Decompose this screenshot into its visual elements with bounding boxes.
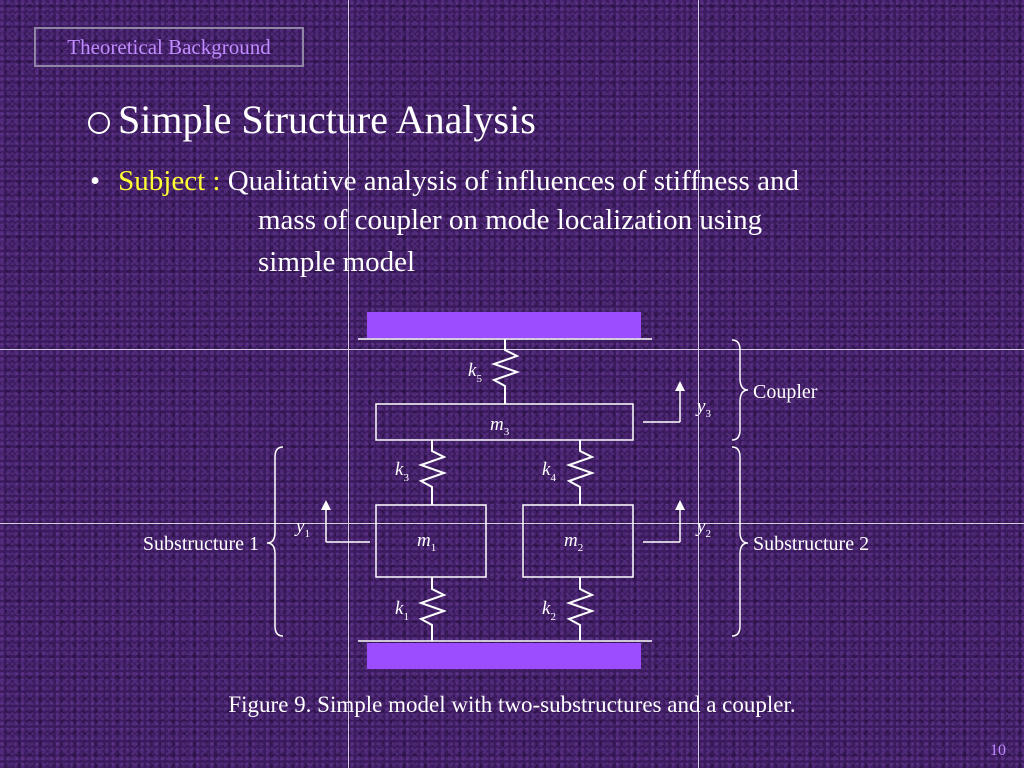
- slide-number: 10: [990, 742, 1006, 759]
- spring-k4: [565, 440, 596, 505]
- label-k5: k5: [468, 360, 482, 385]
- arrow-y2: [643, 500, 685, 543]
- slide-title: Simple Structure Analysis: [88, 96, 536, 143]
- figure-caption: Figure 9. Simple model with two-substruc…: [228, 692, 796, 717]
- bullet-dot: •: [90, 165, 101, 197]
- bottom-ground-plate: [367, 643, 641, 669]
- mass-m2: [522, 504, 634, 578]
- brace-substructure-1: [266, 446, 284, 637]
- mass-m1: [375, 504, 487, 578]
- label-m1: m1: [417, 530, 436, 554]
- label-y2: y2: [695, 516, 711, 540]
- spring-k3: [417, 440, 448, 505]
- slide-title-text: Simple Structure Analysis: [118, 97, 536, 142]
- subject-line-3: simple model: [258, 246, 416, 278]
- brace-substructure-2: [731, 446, 749, 637]
- arrow-y3: [643, 381, 685, 423]
- spring-k2: [565, 577, 596, 641]
- label-k4: k4: [542, 459, 556, 484]
- label-substructure-2: Substructure 2: [753, 533, 869, 555]
- subject-line-1: Qualitative analysis of influences of st…: [227, 165, 799, 197]
- top-ground-plate: [367, 312, 641, 338]
- grid-line-horizontal-2: [0, 523, 1024, 524]
- label-m3: m3: [490, 414, 510, 438]
- label-k2: k2: [542, 598, 556, 623]
- grid-line-vertical-2: [698, 0, 699, 768]
- section-label: Theoretical Background: [34, 27, 304, 67]
- label-k3: k3: [395, 459, 409, 484]
- grid-line-vertical-1: [348, 0, 349, 768]
- spring-k5: [490, 339, 521, 404]
- label-y3: y3: [695, 396, 711, 420]
- grid-line-horizontal-1: [0, 349, 1024, 350]
- spring-k1: [417, 577, 448, 641]
- mass-m3: [375, 403, 634, 441]
- label-substructure-1: Substructure 1: [143, 533, 259, 555]
- circle-bullet-icon: [88, 111, 110, 134]
- arrow-y1: [321, 500, 370, 543]
- subject-label: Subject :: [118, 165, 221, 197]
- label-coupler: Coupler: [753, 381, 818, 403]
- subject-bullet: • Subject : Qualitative analysis of influ…: [90, 165, 799, 198]
- subject-line-2: mass of coupler on mode localization usi…: [258, 204, 763, 236]
- label-y1: y1: [294, 516, 310, 540]
- label-m2: m2: [564, 530, 583, 554]
- brace-coupler: [731, 339, 749, 441]
- label-k1: k1: [395, 598, 409, 623]
